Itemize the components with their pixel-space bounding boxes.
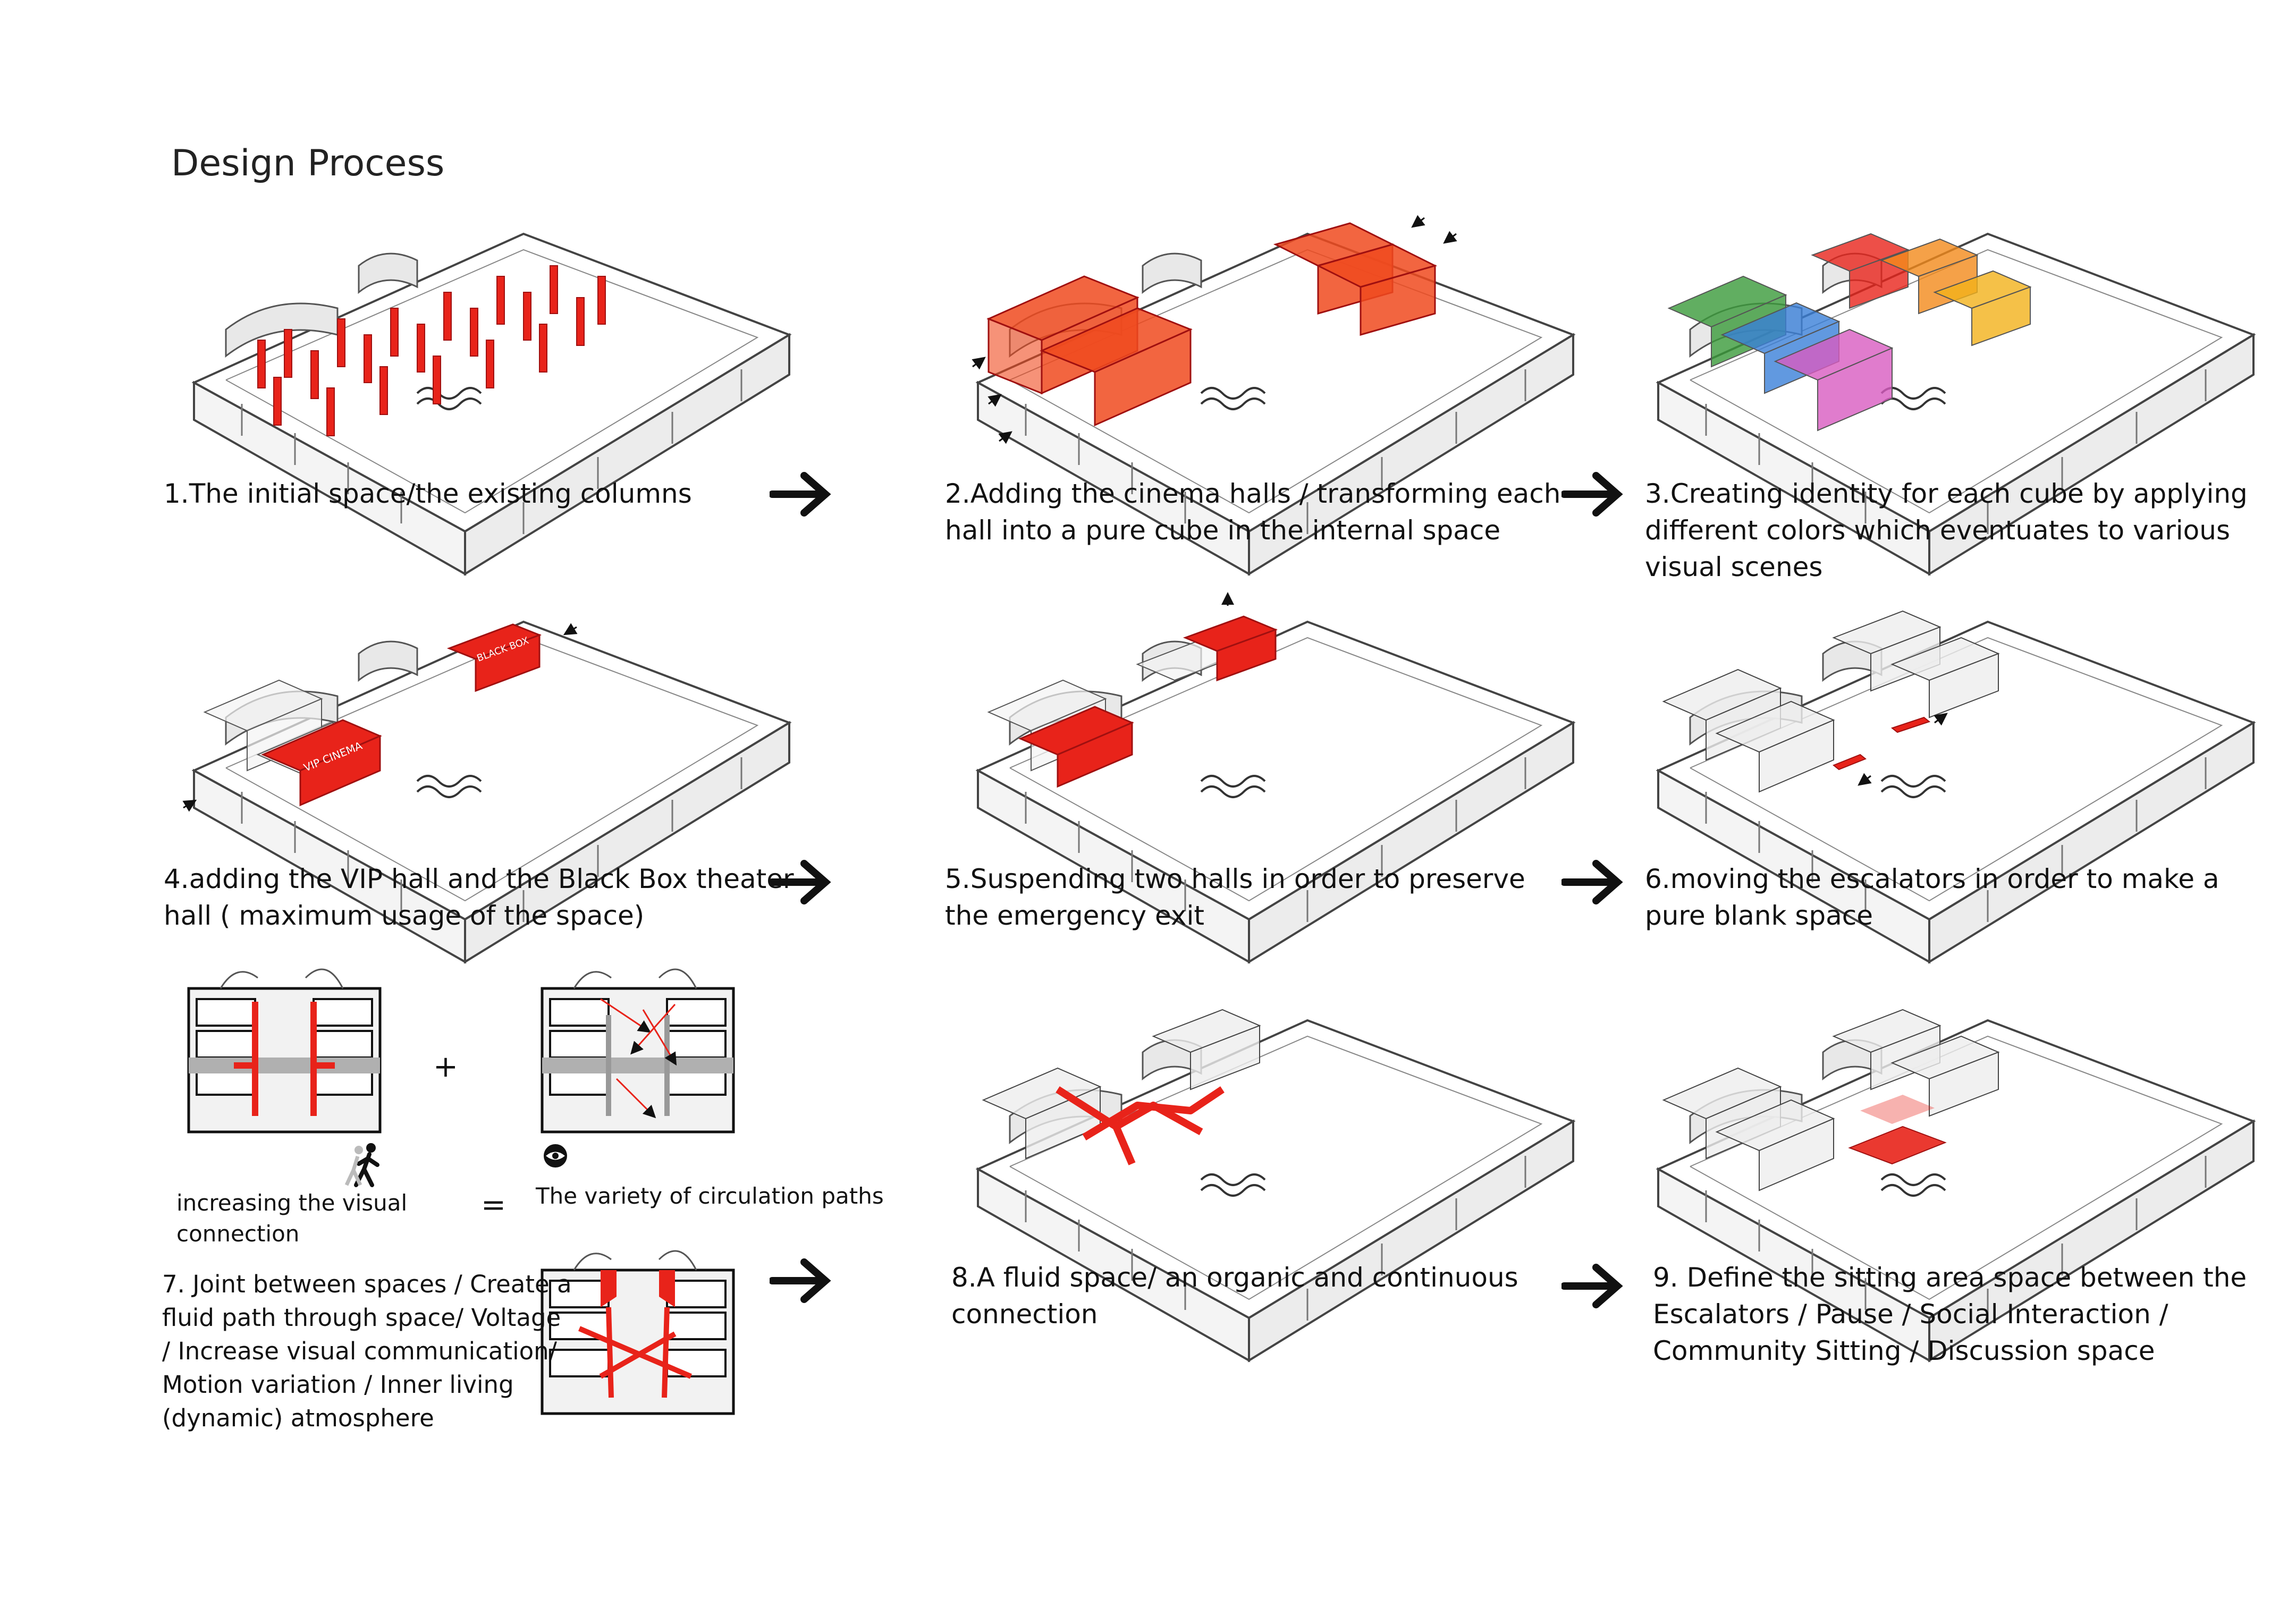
arrow-right-icon bbox=[1561, 860, 1623, 904]
diagram-3-colored-cubes bbox=[1657, 233, 2255, 575]
diagram-5-suspended-halls bbox=[977, 592, 1574, 963]
diagram-9-sitting-area bbox=[1657, 1009, 2255, 1361]
diagram-4-vip-blackbox: VIP CINEMA BLACK BOX bbox=[182, 621, 790, 963]
eye-icon bbox=[544, 1144, 567, 1168]
diagram-1-initial-space bbox=[193, 233, 790, 575]
step-9-caption: 9. Define the sitting area space between… bbox=[1653, 1262, 2247, 1366]
arrow-right-icon bbox=[770, 472, 831, 517]
plan-fluid-path bbox=[541, 1250, 735, 1415]
page-title: Design Process bbox=[171, 142, 445, 184]
arrow-right-icon bbox=[1561, 472, 1623, 517]
plus-sign: + bbox=[433, 1050, 458, 1084]
diagram-8-fluid-space bbox=[977, 1009, 1574, 1361]
arrow-right-icon bbox=[770, 860, 831, 904]
plan-visual-connection bbox=[187, 968, 382, 1134]
step-3-caption: 3.Creating identity for each cube by app… bbox=[1645, 478, 2248, 582]
step-7-caption: 7. Joint between spaces / Create a fluid… bbox=[162, 1270, 572, 1432]
arrow-right-icon bbox=[1561, 1264, 1623, 1308]
walking-person-icon bbox=[344, 1143, 379, 1187]
plan-circulation-paths bbox=[541, 968, 735, 1134]
arrow-right-icon bbox=[770, 1258, 831, 1303]
step-1-caption: 1.The initial space/the existing columns bbox=[164, 478, 692, 509]
equals-sign: = bbox=[481, 1188, 506, 1222]
diagram-2-cinema-halls bbox=[972, 215, 1574, 575]
step-5-caption: 5.Suspending two halls in order to prese… bbox=[945, 864, 1525, 931]
plan-right-label: The variety of circulation paths bbox=[536, 1183, 884, 1209]
plan-left-label: increasing the visual connection bbox=[176, 1190, 408, 1247]
step-4-caption: 4.adding the VIP hall and the Black Box … bbox=[164, 864, 794, 931]
step-2-caption: 2.Adding the cinema halls / transforming… bbox=[945, 478, 1561, 546]
step-6-caption: 6.moving the escalators in order to make… bbox=[1645, 864, 2219, 931]
diagram-6-escalators bbox=[1657, 610, 2255, 963]
step-8-caption: 8.A fluid space/ an organic and continuo… bbox=[951, 1262, 1518, 1330]
